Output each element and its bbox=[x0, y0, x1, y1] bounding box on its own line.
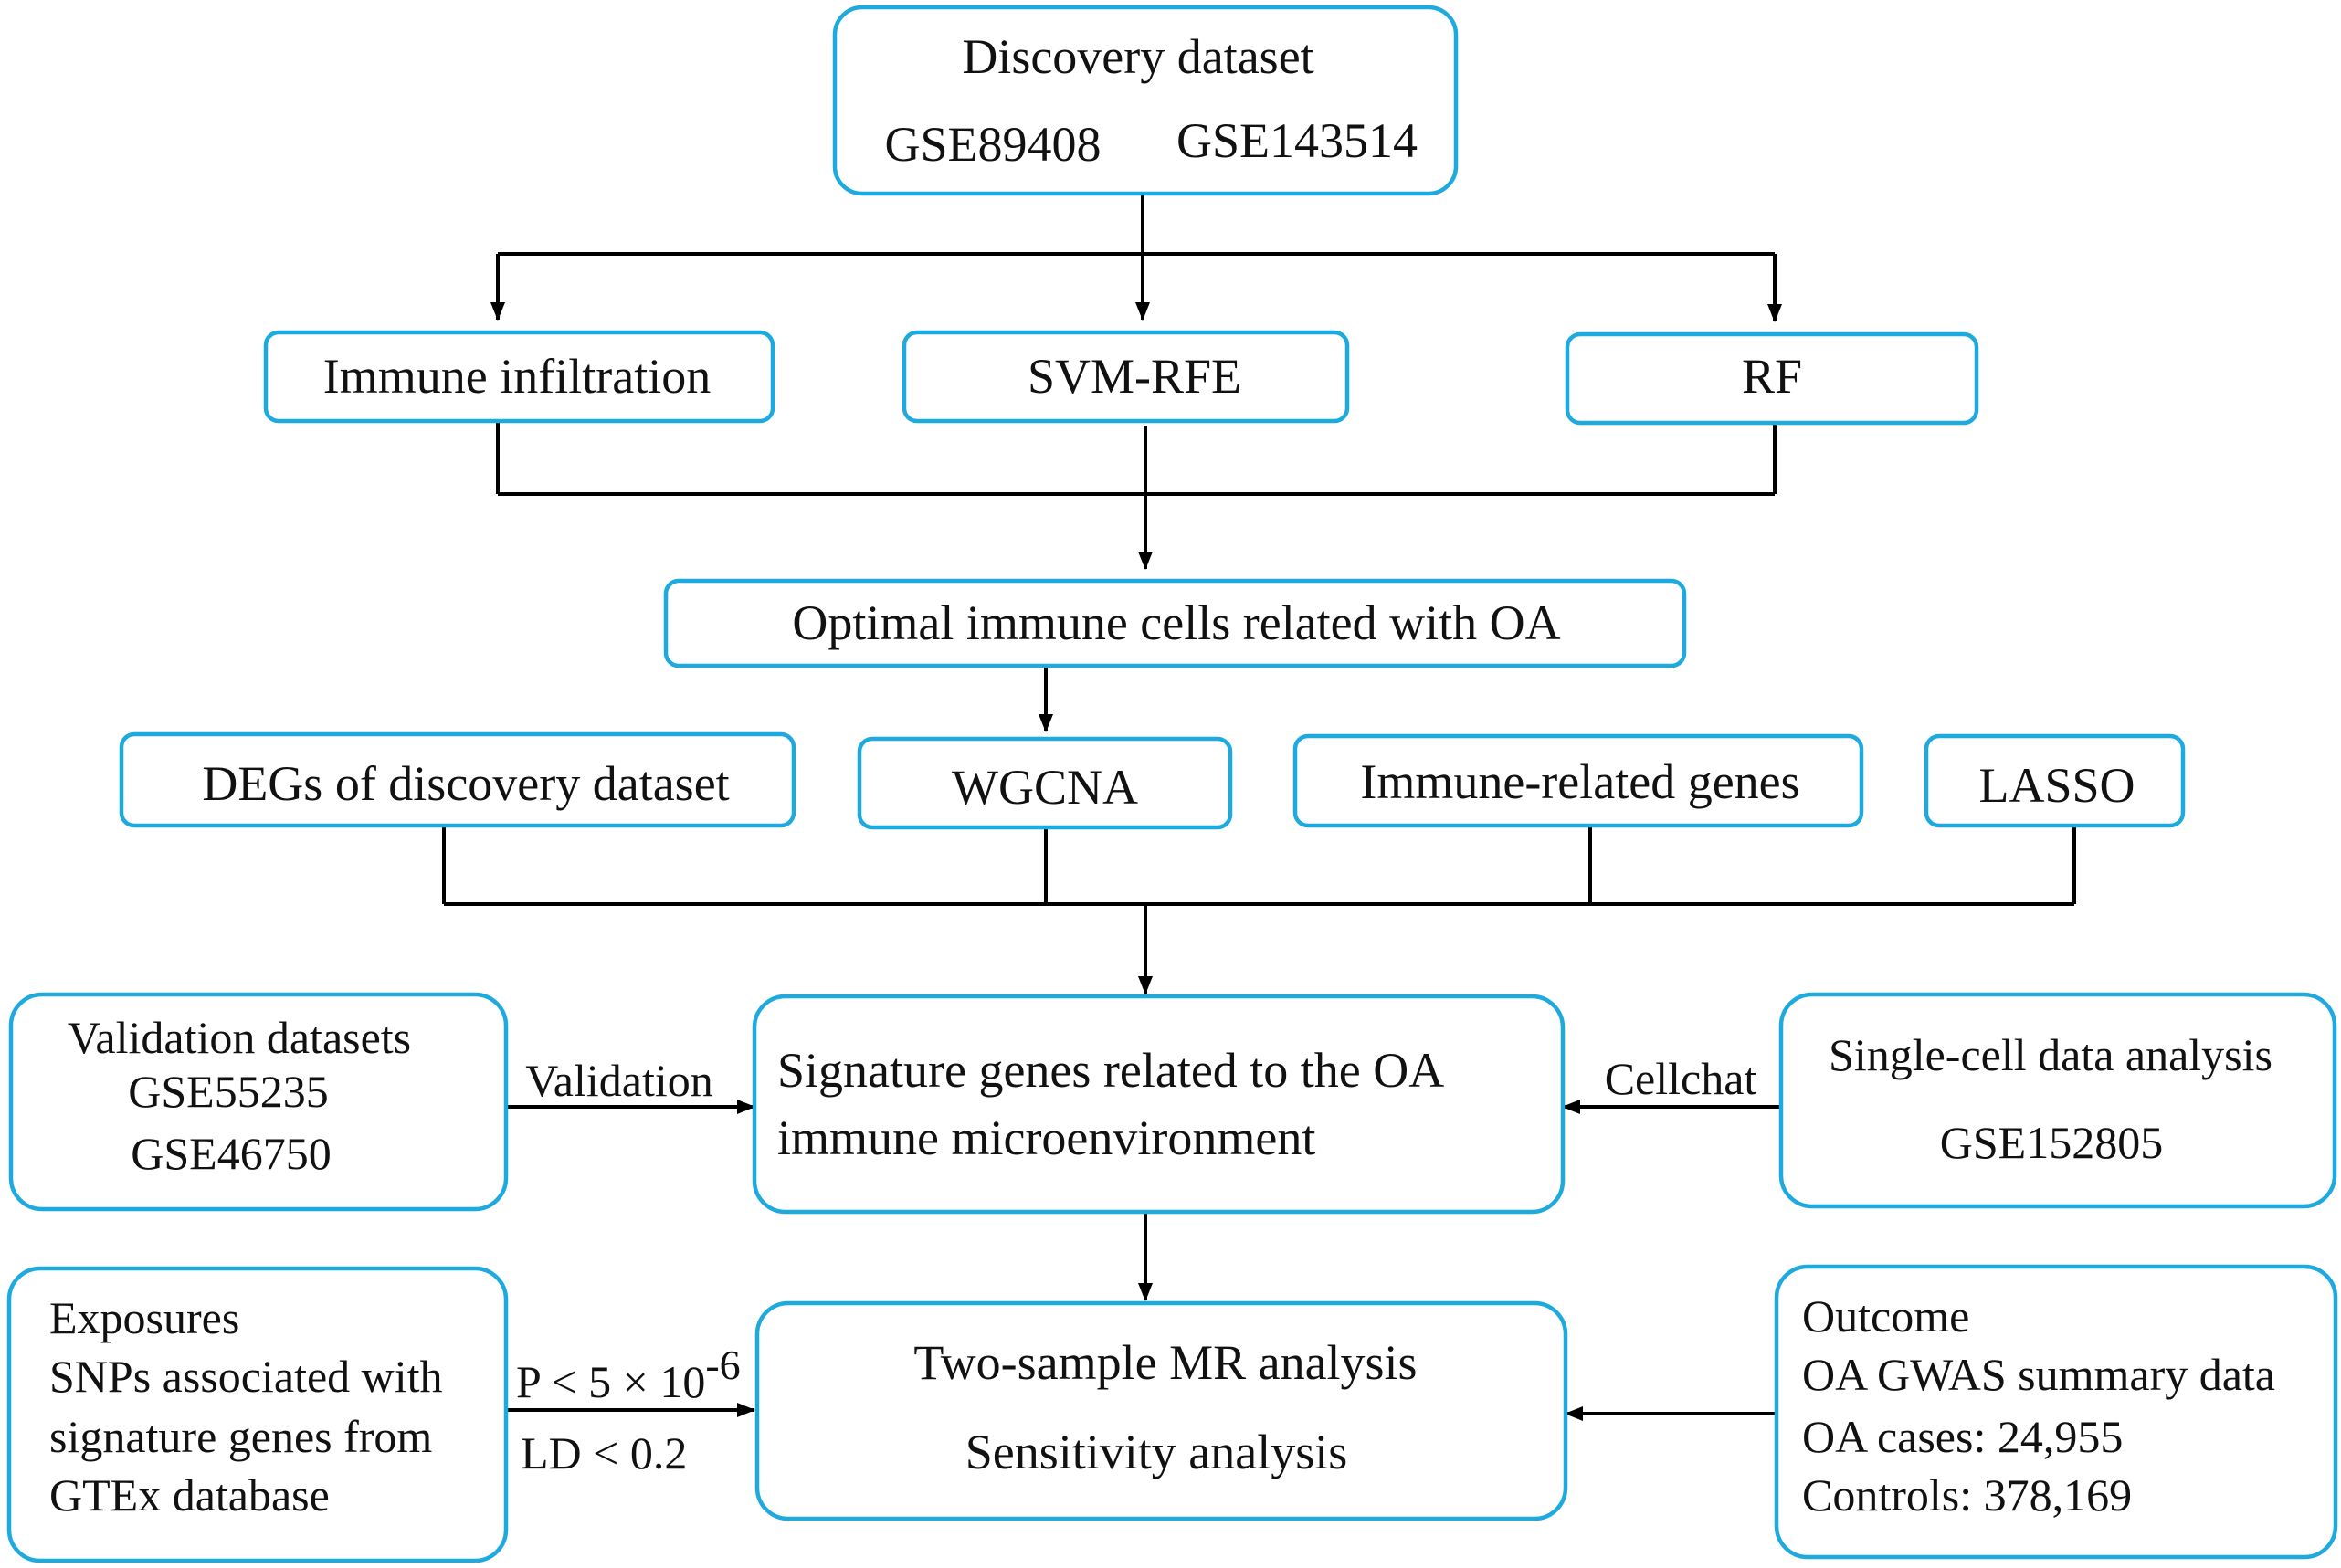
mr-analysis-frame bbox=[754, 1300, 1568, 1521]
immune-infiltration-label: Immune infiltration bbox=[323, 349, 711, 404]
exposures-box: Exposures SNPs associated with signature… bbox=[6, 1266, 509, 1563]
exposures-title: Exposures bbox=[49, 1292, 239, 1343]
outcome-title: Outcome bbox=[1802, 1290, 1969, 1342]
p-threshold-exponent: -6 bbox=[705, 1342, 740, 1388]
discovery-dataset-box: Discovery dataset GSE89408 GSE143514 bbox=[832, 5, 1459, 196]
validation-title: Validation datasets bbox=[68, 1012, 411, 1063]
validation-arrow-label: Validation bbox=[525, 1055, 713, 1106]
outcome-line-1: OA GWAS summary data bbox=[1802, 1349, 2275, 1400]
single-cell-frame bbox=[1778, 992, 2337, 1209]
wgcna-label: WGCNA bbox=[952, 760, 1138, 815]
immune-related-genes-box: Immune-related genes bbox=[1292, 733, 1864, 828]
single-cell-gse: GSE152805 bbox=[1940, 1117, 2163, 1168]
rf-box: RF bbox=[1565, 331, 1979, 426]
p-threshold-base: P < 5 × 10 bbox=[516, 1356, 705, 1407]
svm-rfe-frame bbox=[902, 330, 1350, 424]
signature-genes-box: Signature genes related to the OA immune… bbox=[752, 994, 1566, 1215]
mr-analysis-line-2: Sensitivity analysis bbox=[965, 1425, 1348, 1479]
cellchat-arrow-label: Cellchat bbox=[1605, 1053, 1757, 1104]
single-cell-box: Single-cell data analysis GSE152805 bbox=[1778, 992, 2337, 1209]
exposures-line-1: SNPs associated with bbox=[49, 1351, 443, 1402]
validation-datasets-box: Validation datasets GSE55235 GSE46750 bbox=[8, 992, 509, 1212]
outcome-frame bbox=[1774, 1264, 2338, 1560]
validation-gse-2: GSE46750 bbox=[131, 1128, 331, 1179]
rf-frame bbox=[1565, 331, 1979, 426]
wgcna-frame bbox=[857, 736, 1233, 830]
lasso-frame bbox=[1924, 733, 2186, 828]
mr-analysis-line-1: Two-sample MR analysis bbox=[913, 1335, 1417, 1390]
outcome-line-3: Controls: 378,169 bbox=[1802, 1469, 2132, 1521]
outcome-line-2: OA cases: 24,955 bbox=[1802, 1411, 2123, 1462]
exposures-frame bbox=[6, 1266, 509, 1563]
connectors bbox=[442, 194, 2076, 1421]
optimal-immune-cells-label: Optimal immune cells related with OA bbox=[792, 595, 1560, 650]
mr-analysis-box: Two-sample MR analysis Sensitivity analy… bbox=[754, 1300, 1568, 1521]
lasso-label: LASSO bbox=[1978, 758, 2135, 813]
lasso-box: LASSO bbox=[1924, 733, 2186, 828]
discovery-title: Discovery dataset bbox=[962, 29, 1313, 84]
signature-genes-line-2: immune microenvironment bbox=[777, 1110, 1315, 1165]
discovery-gse-1: GSE89408 bbox=[884, 117, 1101, 172]
discovery-gse-2: GSE143514 bbox=[1176, 113, 1418, 168]
validation-frame bbox=[8, 992, 509, 1212]
signature-genes-frame bbox=[752, 994, 1566, 1215]
optimal-immune-cells-box: Optimal immune cells related with OA bbox=[663, 578, 1687, 668]
signature-genes-line-1: Signature genes related to the OA bbox=[777, 1043, 1444, 1098]
rf-label: RF bbox=[1742, 349, 1802, 404]
immune-related-genes-label: Immune-related genes bbox=[1360, 754, 1799, 809]
degs-label: DEGs of discovery dataset bbox=[202, 756, 729, 811]
exposures-line-2: signature genes from bbox=[49, 1411, 432, 1462]
validation-gse-1: GSE55235 bbox=[128, 1066, 328, 1117]
outcome-box: Outcome OA GWAS summary data OA cases: 2… bbox=[1774, 1264, 2338, 1560]
immune-related-genes-frame bbox=[1292, 733, 1864, 828]
exposures-line-3: GTEx database bbox=[49, 1469, 330, 1521]
p-threshold-label: P < 5 × 10-6 bbox=[516, 1342, 741, 1407]
immune-infiltration-box: Immune infiltration bbox=[263, 330, 775, 424]
ld-threshold-label: LD < 0.2 bbox=[521, 1427, 687, 1479]
single-cell-title: Single-cell data analysis bbox=[1829, 1029, 2272, 1080]
svm-rfe-box: SVM-RFE bbox=[902, 330, 1350, 424]
svm-rfe-label: SVM-RFE bbox=[1028, 349, 1241, 404]
degs-box: DEGs of discovery dataset bbox=[119, 731, 796, 828]
immune-infiltration-frame bbox=[263, 330, 775, 424]
wgcna-box: WGCNA bbox=[857, 736, 1233, 830]
degs-frame bbox=[119, 731, 796, 828]
optimal-immune-cells-frame bbox=[663, 578, 1687, 668]
discovery-box-frame bbox=[832, 5, 1459, 196]
